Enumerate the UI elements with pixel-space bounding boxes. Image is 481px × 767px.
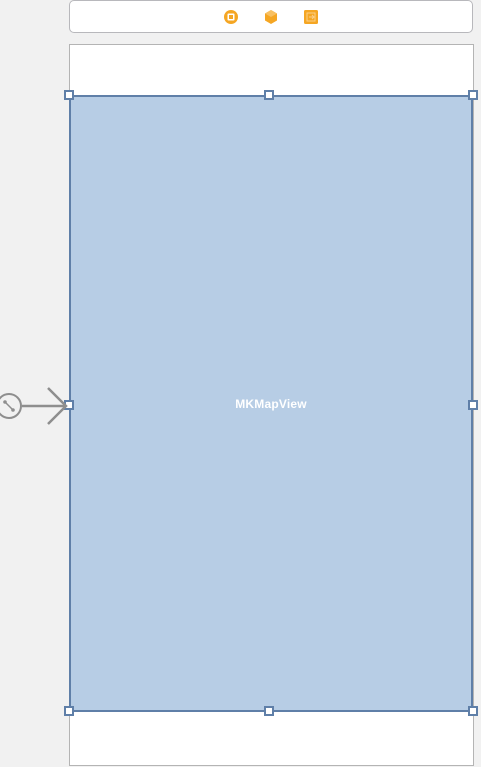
resize-handle-top-left[interactable] [64, 90, 74, 100]
resize-handle-top-right[interactable] [468, 90, 478, 100]
first-responder-icon[interactable] [263, 9, 279, 25]
map-view[interactable]: MKMapView [69, 95, 473, 712]
scene-dock [69, 0, 473, 33]
exit-icon[interactable] [303, 9, 319, 25]
storyboard-entry-point-icon[interactable] [0, 385, 70, 427]
resize-handle-bottom-center[interactable] [264, 706, 274, 716]
resize-handle-bottom-right[interactable] [468, 706, 478, 716]
view-controller-icon[interactable] [223, 9, 239, 25]
resize-handle-middle-right[interactable] [468, 400, 478, 410]
resize-handle-bottom-left[interactable] [64, 706, 74, 716]
map-view-label: MKMapView [235, 396, 307, 411]
resize-handle-top-center[interactable] [264, 90, 274, 100]
